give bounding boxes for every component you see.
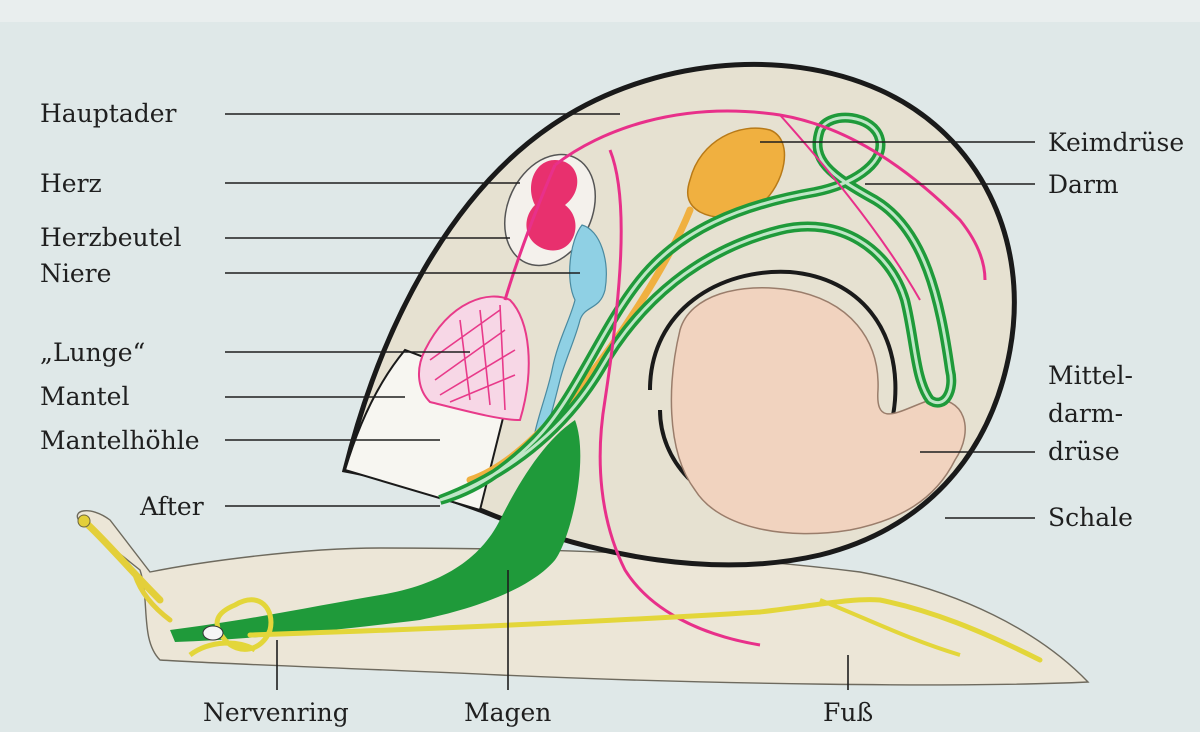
label-herzbeutel: Herzbeutel: [40, 223, 181, 252]
label-mitteldarmdruese-2: darm-: [1048, 399, 1123, 428]
label-keimdruese: Keimdrüse: [1048, 128, 1184, 157]
vessel-branch-2: [779, 114, 921, 301]
vessel-branch-3: [503, 164, 557, 301]
nerve-cord: [247, 597, 1043, 663]
label-lunge: „Lunge“: [40, 338, 145, 367]
lung-vessels: [429, 304, 516, 411]
label-hauptader: Hauptader: [40, 99, 177, 128]
heart: [526, 160, 578, 251]
nerve-branch: [819, 598, 961, 657]
label-herz: Herz: [40, 169, 102, 198]
label-niere: Niere: [40, 259, 111, 288]
label-mitteldarmdruese-3: drüse: [1048, 437, 1120, 466]
label-fuss: Fuß: [823, 698, 873, 727]
main-artery: [554, 109, 987, 281]
snail-foot: [76, 510, 1090, 686]
label-mitteldarmdruese-1: Mittel-: [1048, 361, 1133, 390]
tentacle-eye: [77, 514, 91, 528]
label-after: After: [139, 492, 204, 521]
intestine-inner: [439, 116, 953, 502]
tentacle-lower: [132, 572, 173, 623]
label-magen: Magen: [464, 698, 551, 727]
background-top-band: [0, 0, 1200, 22]
label-mantel: Mantel: [40, 382, 129, 411]
label-mantelhoehle: Mantelhöhle: [40, 426, 200, 455]
label-nervenring: Nervenring: [203, 698, 349, 727]
label-schale: Schale: [1048, 503, 1133, 532]
gonad: [687, 127, 786, 219]
tentacle-upper: [81, 518, 164, 604]
label-darm: Darm: [1048, 170, 1119, 199]
digestive-gland: [670, 287, 966, 535]
nerve-ring: [188, 597, 274, 658]
stomach: [170, 420, 581, 642]
pharynx: [202, 625, 224, 641]
